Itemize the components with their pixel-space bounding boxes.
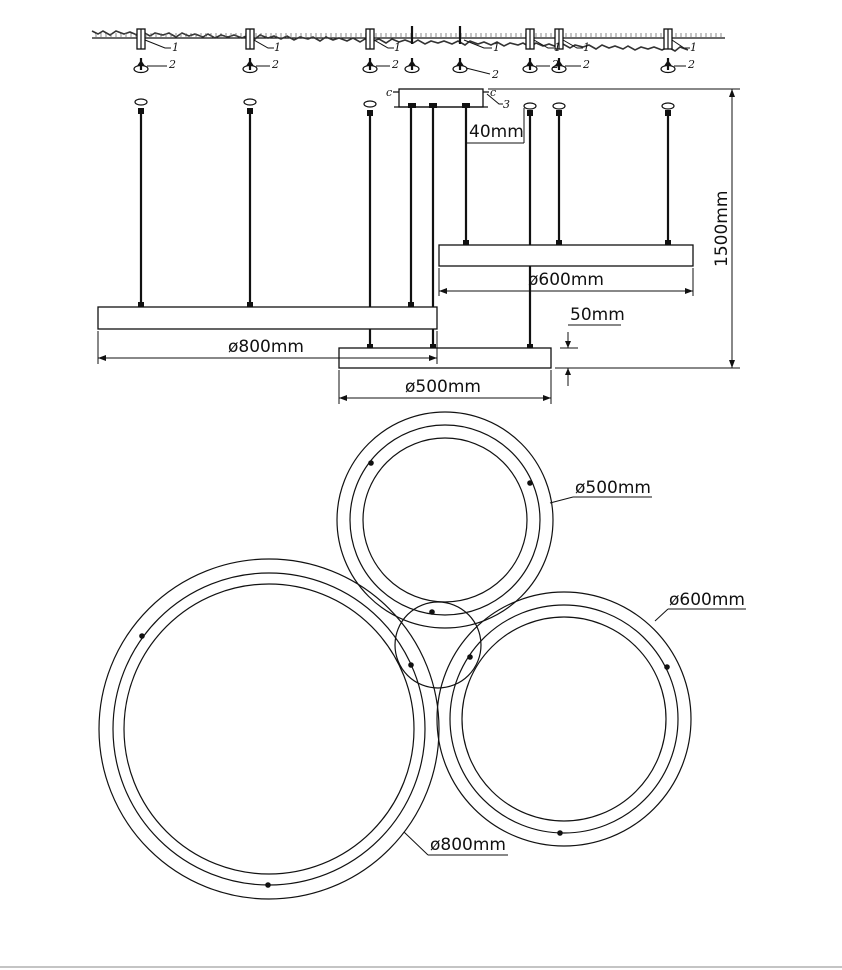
plan-label-600: ø600mm (654, 590, 746, 622)
ring-500-dimension: ø500mm (338, 370, 552, 404)
callout-2-label: 2 (391, 58, 399, 71)
canopy-height-dimension: 40mm (465, 108, 525, 144)
plan-ring-800-label: ø800mm (430, 835, 506, 855)
ring-thickness-label: 50mm (570, 305, 625, 325)
callout-1-label: 1 (493, 41, 500, 54)
plan-ring-600 (436, 591, 692, 847)
suspension-cables (134, 98, 675, 351)
ring-800-dimension: ø800mm (97, 331, 438, 364)
plan-ring-800 (98, 558, 440, 900)
fasteners (133, 58, 676, 74)
callout-1-label: 1 (554, 41, 561, 54)
ring-thickness-dimension: 50mm (560, 305, 625, 386)
fastener-4 (404, 58, 420, 74)
callout-2-label: 2 (168, 58, 176, 71)
ring-600-dimension: ø600mm (438, 268, 694, 296)
callout-2-leaders (147, 65, 686, 75)
canopy-height-label: 40mm (469, 122, 524, 142)
overall-height-dimension: 1500mm (488, 88, 740, 369)
anchor-3 (365, 28, 375, 50)
callout-2-label: 2 (271, 58, 279, 71)
callout-1-label: 1 (274, 41, 281, 54)
callout-1-label: 1 (172, 41, 179, 54)
ceiling-band (91, 29, 725, 52)
anchor-2 (245, 28, 255, 50)
plan-ring-500 (336, 411, 554, 629)
svg-text:c: c (386, 86, 392, 99)
callout-1-leaders (144, 39, 690, 49)
callout-2-label: 2 (687, 58, 695, 71)
ring-600-profile (438, 244, 694, 267)
anchor-6 (663, 28, 673, 50)
callout-2-label: 2 (491, 68, 499, 81)
anchor-5 (554, 28, 564, 50)
plan-ring-600-label: ø600mm (669, 590, 745, 610)
canopy: c c 3 (386, 86, 510, 111)
fastener-3 (362, 58, 378, 74)
callout-1-label: 1 (583, 41, 590, 54)
svg-text:c: c (490, 86, 496, 99)
fastener-2 (242, 58, 258, 74)
callout-2-labels: 2 2 2 2 2 2 2 (168, 58, 695, 81)
ring-600-label: ø600mm (528, 270, 604, 290)
fastener-5 (452, 58, 468, 74)
callout-2-label: 2 (582, 58, 590, 71)
overall-height-label: 1500mm (712, 191, 732, 267)
callout-1-label: 1 (690, 41, 697, 54)
callout-1-labels: 1 1 1 1 1 1 1 (172, 41, 697, 54)
plan-ring-500-label: ø500mm (575, 478, 651, 498)
plan-label-800: ø800mm (403, 831, 508, 856)
callout-3-label: 3 (503, 98, 510, 111)
elevation-view: 1 1 1 1 1 1 1 (91, 26, 740, 404)
anchor-1 (136, 28, 146, 50)
plan-view: ø500mm ø600mm ø800mm (98, 411, 746, 900)
callout-1-label: 1 (394, 41, 401, 54)
ring-800-profile (97, 306, 438, 330)
ring-500-label: ø500mm (405, 377, 481, 397)
plan-canopy (394, 601, 482, 689)
ring-800-label: ø800mm (228, 337, 304, 357)
plan-label-500: ø500mm (549, 478, 652, 504)
callout-2-label: 2 (551, 58, 559, 71)
fastener-6 (522, 58, 538, 74)
fastener-8 (660, 58, 676, 74)
fastener-7 (551, 58, 567, 74)
fastener-1 (133, 58, 149, 74)
anchor-4 (525, 28, 535, 50)
ring-profiles (97, 244, 694, 369)
ceiling-anchors: 1 1 1 1 1 1 1 (133, 26, 697, 81)
